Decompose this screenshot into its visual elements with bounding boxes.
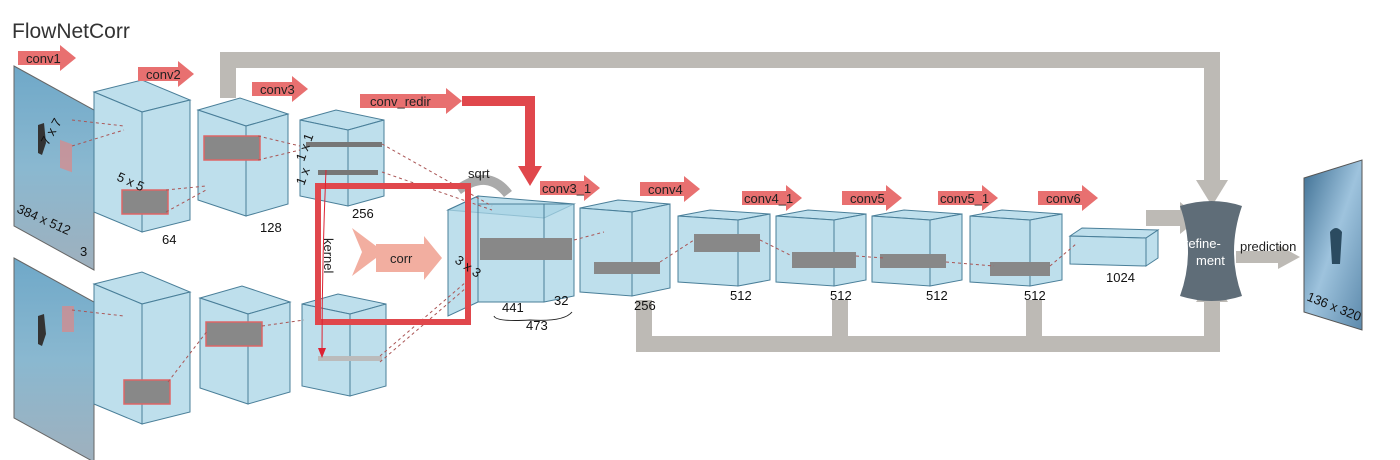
kernel-arrowhead (318, 348, 326, 358)
size-k1b: 1 x (293, 165, 313, 187)
kernel-arrow (321, 169, 327, 353)
input-image-2 (13, 257, 95, 460)
brace-473 (493, 311, 573, 321)
strip-1x1-a (306, 142, 382, 147)
arrow-conv4 (640, 176, 700, 202)
label-conv3: conv3 (260, 82, 295, 97)
corr-internal-strip (480, 238, 572, 260)
strip-conv4-1 (792, 252, 856, 268)
kernel-5x5-top (121, 189, 169, 215)
size-c2: 64 (162, 232, 176, 247)
diagram-title: FlowNetCorr (12, 20, 130, 43)
arrow-conv-redir (360, 88, 462, 114)
skip-connections (220, 52, 1300, 352)
size-c6: 1024 (1106, 270, 1135, 285)
skip-bottom-horizontal (636, 336, 1220, 352)
label-conv4: conv4 (648, 182, 683, 197)
label-conv5-1: conv5_1 (940, 191, 989, 206)
label-refinement-2: ment (1196, 253, 1225, 268)
strip-bottom (318, 356, 382, 361)
kernel-conv3-top (203, 135, 261, 161)
corr-highlight-box (315, 183, 471, 325)
block-conv4-1 (775, 209, 867, 287)
refinement-node (1180, 201, 1242, 301)
skip-bottom-riser-3 (1026, 300, 1042, 352)
arrow-conv3-1 (540, 175, 600, 201)
label-conv4-1: conv4_1 (744, 191, 793, 206)
label-conv3-1: conv3_1 (542, 181, 591, 196)
arrow-conv5 (842, 185, 902, 211)
strip-conv4 (694, 234, 760, 252)
size-c6a: 512 (1024, 288, 1046, 303)
corr-merge-arrow (352, 228, 442, 280)
strip-conv3-1 (594, 262, 660, 274)
size-total473: 473 (526, 318, 548, 333)
conv6-to-refine (1146, 210, 1182, 226)
arrow-conv2 (138, 61, 194, 87)
strip-conv5-1 (990, 262, 1050, 276)
skip-top-down (1204, 52, 1220, 180)
size-c5: 512 (830, 288, 852, 303)
label-conv5: conv5 (850, 191, 885, 206)
label-refinement: refine- (1184, 236, 1221, 251)
size-c31: 256 (634, 298, 656, 313)
red-stage-arrows (18, 45, 1098, 211)
arrow-conv4-1 (742, 185, 802, 211)
arrow-conv5-1 (938, 185, 998, 211)
arrow-conv1 (18, 45, 76, 71)
arrow-conv6 (1038, 185, 1098, 211)
redir-path (462, 96, 535, 168)
label-prediction: prediction (1240, 239, 1296, 254)
size-redir32: 32 (554, 293, 568, 308)
skip-top-horizontal (220, 52, 1220, 68)
strip-conv5 (880, 254, 946, 268)
label-conv2: conv2 (146, 67, 181, 82)
skip-bottom-up (1204, 302, 1220, 352)
redir-arrowhead (518, 166, 542, 186)
skip-bottom-riser-1 (636, 300, 652, 352)
skip-top-arrowhead (1196, 180, 1228, 206)
size-corr441: 441 (502, 300, 524, 315)
size-c3: 128 (260, 220, 282, 235)
refine-to-pred (1236, 251, 1280, 263)
label-sqrt: sqrt (468, 166, 490, 181)
input-image-1 (13, 65, 95, 271)
label-conv-redir: conv_redir (370, 94, 431, 109)
block-conv5 (871, 209, 963, 287)
size-c3b: 256 (352, 206, 374, 221)
kernel-5x5-bottom (123, 379, 171, 405)
label-conv1: conv1 (26, 51, 61, 66)
block-conv3b-bottom (301, 293, 387, 397)
arrow-conv3 (252, 76, 308, 102)
block-conv2-top (92, 79, 192, 233)
label-kernel: kernel (321, 238, 336, 274)
refine-to-pred-arrowhead (1278, 245, 1300, 269)
label-conv6: conv6 (1046, 191, 1081, 206)
size-input-ch: 3 (80, 244, 87, 259)
label-corr: corr (390, 251, 413, 266)
block-conv6 (1068, 227, 1160, 267)
skip-bottom-riser-2 (832, 300, 848, 352)
block-conv3b-top (299, 109, 385, 207)
block-conv3-1 (579, 199, 671, 297)
kernel-conv3-bottom (205, 321, 263, 347)
strip-1x1-b (318, 170, 378, 175)
output-silhouette (1330, 228, 1342, 264)
size-c51: 512 (926, 288, 948, 303)
size-c41: 512 (730, 288, 752, 303)
